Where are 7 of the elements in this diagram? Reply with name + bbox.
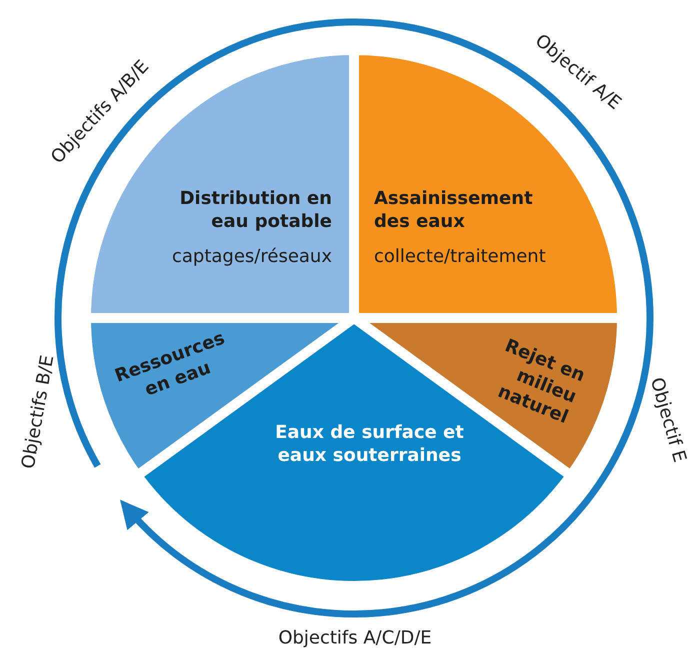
- objective-label: Objectifs A/C/D/E: [278, 628, 432, 648]
- sector-subtitle: collecte/traitement: [374, 246, 547, 268]
- objective-label: Objectifs B/E: [18, 354, 58, 470]
- sector-title: Assainissement des eaux: [374, 188, 534, 233]
- sector-subtitle: captages/réseaux: [170, 246, 332, 268]
- sector-title: Distribution en eau potable: [178, 188, 332, 233]
- sector-title: Eaux de surface et eaux souterraines: [274, 422, 465, 467]
